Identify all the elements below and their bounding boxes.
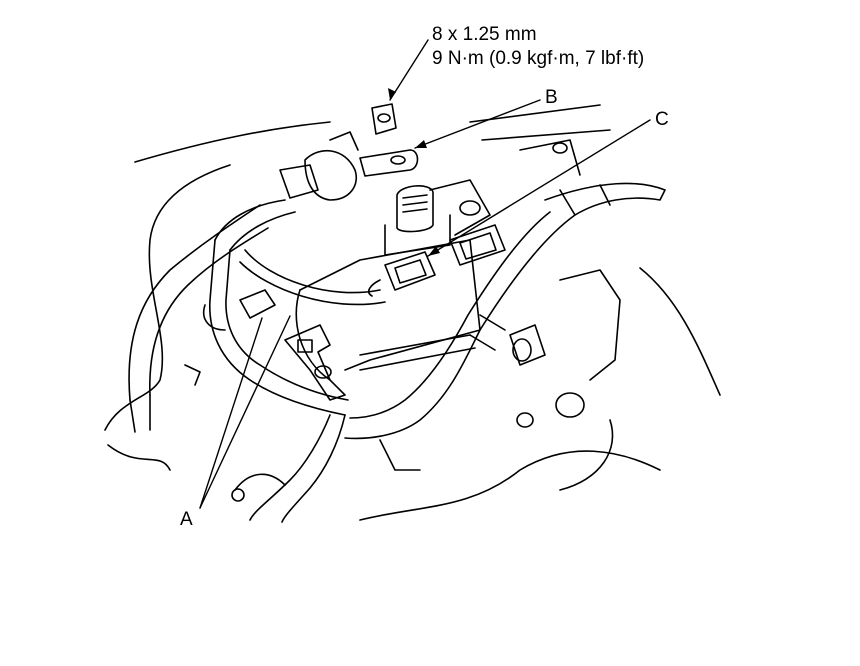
- engine-background: [104, 104, 721, 521]
- actuator-body: [295, 185, 481, 381]
- coolant-hose: [344, 182, 666, 440]
- leader-arrowheads: [388, 88, 440, 256]
- callout-b: B: [545, 87, 558, 108]
- leader-a-1: [199, 317, 263, 509]
- wire-harness: [209, 164, 386, 523]
- leader-lines: [199, 39, 651, 509]
- mounting-bracket: [284, 324, 585, 428]
- bolt-size-label: 8 x 1.25 mm: [432, 24, 537, 45]
- left-hose: [128, 204, 269, 433]
- leader-c: [427, 119, 651, 257]
- callout-c: C: [655, 109, 669, 130]
- harness-clip-a: [184, 289, 276, 386]
- leader-b: [414, 99, 541, 149]
- ground-terminal-b: [304, 103, 419, 201]
- leader-a-2: [199, 315, 291, 509]
- torque-value-label: 9 N·m (0.9 kgf·m, 7 lbf·ft): [432, 48, 645, 69]
- leader-torque: [389, 39, 429, 101]
- callout-a: A: [180, 509, 193, 530]
- connector-c: [368, 224, 506, 297]
